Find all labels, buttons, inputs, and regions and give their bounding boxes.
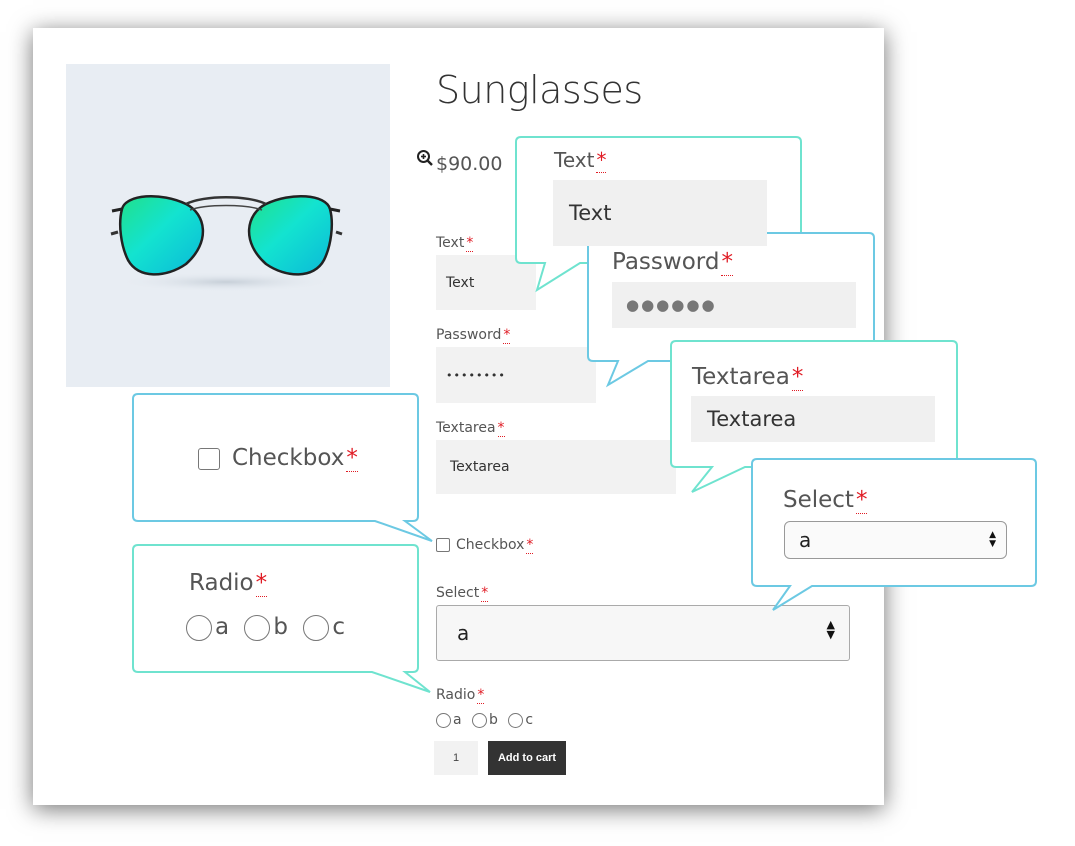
callout-checkbox-field[interactable]: Checkbox* bbox=[198, 445, 358, 472]
callout-password-label: Password* bbox=[612, 249, 733, 276]
required-marker: * bbox=[466, 235, 474, 252]
quantity-input[interactable]: 1 bbox=[434, 741, 478, 775]
required-marker: * bbox=[721, 249, 733, 276]
callout-select-dropdown[interactable]: a ▲▼ bbox=[784, 521, 1007, 559]
label-text: Radio bbox=[189, 570, 254, 596]
callout-textarea-input[interactable]: Textarea bbox=[691, 396, 935, 442]
select-value: a bbox=[457, 621, 470, 645]
callout-select-label: Select* bbox=[783, 487, 868, 514]
select-field-label: Select* bbox=[436, 585, 489, 602]
callout-text-input[interactable]: Text bbox=[553, 180, 767, 246]
radio-option-label: c bbox=[332, 614, 345, 640]
radio-option-label: b bbox=[489, 712, 498, 728]
callout-textarea-value: Textarea bbox=[707, 407, 797, 431]
callout-textarea-label: Textarea* bbox=[692, 364, 804, 391]
callout-radio-option-b[interactable]: b bbox=[244, 614, 289, 641]
label-text: Checkbox bbox=[232, 445, 345, 471]
radio-button[interactable] bbox=[186, 614, 212, 641]
radio-option-label: c bbox=[525, 712, 534, 728]
add-to-cart-button[interactable]: Add to cart bbox=[488, 741, 566, 775]
required-marker: * bbox=[791, 364, 804, 391]
required-marker: * bbox=[255, 570, 268, 597]
password-input-value: •••••••• bbox=[446, 368, 506, 382]
label-text: Textarea bbox=[436, 420, 496, 436]
callout-radio-option-c[interactable]: c bbox=[303, 614, 345, 641]
radio-callout-bubble bbox=[132, 544, 431, 693]
radio-button[interactable] bbox=[472, 712, 488, 728]
required-marker: * bbox=[481, 585, 489, 602]
radio-field-label: Radio* bbox=[436, 687, 485, 704]
checkbox-input[interactable] bbox=[436, 538, 450, 552]
radio-button[interactable] bbox=[508, 712, 524, 728]
radio-option-a[interactable]: a bbox=[436, 712, 462, 728]
zoom-in-icon[interactable] bbox=[413, 146, 437, 170]
callout-text-value: Text bbox=[569, 201, 612, 225]
radio-button[interactable] bbox=[244, 614, 271, 641]
quantity-value: 1 bbox=[452, 752, 460, 764]
radio-option-label: a bbox=[453, 712, 462, 728]
select-arrows-icon: ▲▼ bbox=[989, 530, 996, 549]
callout-radio-label: Radio* bbox=[189, 570, 268, 597]
select-dropdown[interactable]: a ▲▼ bbox=[436, 605, 850, 661]
textarea-field-label: Textarea* bbox=[436, 420, 505, 437]
text-input[interactable]: Text bbox=[436, 255, 536, 310]
radio-option-c[interactable]: c bbox=[508, 712, 533, 728]
required-marker: * bbox=[346, 445, 358, 472]
radio-option-label: b bbox=[273, 614, 289, 640]
label-text: Textarea bbox=[692, 364, 790, 390]
callout-password-input[interactable]: ●●●●●● bbox=[612, 282, 856, 328]
label-text: Password bbox=[612, 249, 720, 275]
callout-text-label: Text* bbox=[554, 148, 607, 173]
required-marker: * bbox=[526, 537, 534, 554]
add-to-cart-label: Add to cart bbox=[497, 752, 557, 764]
label-text: Text bbox=[554, 148, 595, 172]
radio-group: a b c bbox=[436, 712, 533, 728]
checkbox-callout-bubble bbox=[132, 393, 433, 542]
checkbox-field[interactable]: Checkbox* bbox=[436, 537, 534, 554]
checkbox-label: Checkbox bbox=[456, 537, 525, 553]
textarea-input[interactable]: Textarea bbox=[436, 440, 676, 494]
password-input[interactable]: •••••••• bbox=[436, 347, 596, 403]
sunglasses-image bbox=[110, 194, 343, 292]
required-marker: * bbox=[497, 420, 505, 437]
required-marker: * bbox=[596, 148, 607, 173]
radio-button[interactable] bbox=[303, 614, 330, 641]
radio-button[interactable] bbox=[436, 712, 451, 728]
callout-radio-group: a b c bbox=[186, 614, 345, 641]
label-text: Radio bbox=[436, 687, 476, 703]
text-input-value: Text bbox=[446, 274, 475, 291]
callout-password-value: ●●●●●● bbox=[626, 296, 717, 314]
label-text: Text bbox=[436, 235, 465, 251]
textarea-input-value: Textarea bbox=[450, 459, 510, 475]
product-price: $90.00 bbox=[436, 153, 503, 175]
label-text: Password bbox=[436, 327, 502, 343]
password-field-label: Password* bbox=[436, 327, 511, 344]
callout-radio-option-a[interactable]: a bbox=[186, 614, 230, 641]
callout-select-value: a bbox=[799, 528, 812, 552]
select-arrows-icon: ▲▼ bbox=[826, 618, 835, 641]
callout-checkbox-input[interactable] bbox=[198, 447, 220, 470]
label-text: Select bbox=[783, 487, 854, 513]
product-title: Sunglasses bbox=[436, 68, 643, 112]
radio-option-label: a bbox=[215, 614, 230, 640]
text-field-label: Text* bbox=[436, 235, 474, 252]
radio-option-b[interactable]: b bbox=[472, 712, 498, 728]
required-marker: * bbox=[855, 487, 868, 514]
product-image[interactable] bbox=[66, 64, 433, 387]
label-text: Select bbox=[436, 585, 480, 601]
required-marker: * bbox=[503, 327, 511, 344]
required-marker: * bbox=[477, 687, 485, 704]
